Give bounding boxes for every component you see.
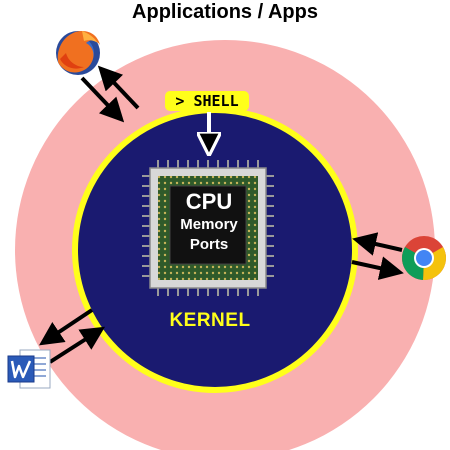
- cpu-chip: [142, 160, 274, 296]
- memory-label: Memory: [180, 216, 238, 233]
- chrome-arrows: [351, 232, 404, 280]
- shell-label: > SHELL: [165, 91, 249, 111]
- chrome-icon: [402, 236, 446, 281]
- ports-label: Ports: [189, 236, 229, 253]
- firefox-icon: [56, 31, 100, 75]
- cpu-label: CPU: [185, 189, 233, 214]
- firefox-arrows: [80, 65, 140, 123]
- applications-title: Applications / Apps: [132, 1, 318, 23]
- word-icon: [7, 349, 51, 389]
- kernel-label: KERNEL: [169, 310, 251, 331]
- word-arrows: [39, 308, 106, 364]
